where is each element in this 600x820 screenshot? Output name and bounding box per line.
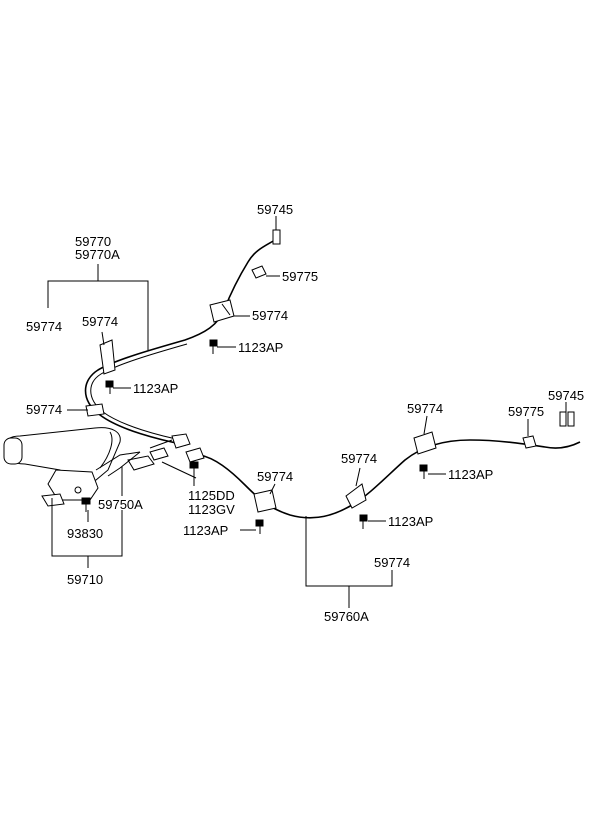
label-59774-clip-upper: 59774 xyxy=(252,308,288,323)
leader-lines xyxy=(47,216,567,608)
label-59745-top: 59745 xyxy=(257,202,293,217)
cable-clip-left[interactable] xyxy=(99,339,116,375)
label-1123ap-mid-left: 1123AP xyxy=(133,381,178,396)
bolt-right-upper[interactable] xyxy=(419,464,428,479)
label-59774-bottom: 59774 xyxy=(374,555,410,570)
bolt-upper[interactable] xyxy=(209,339,218,354)
label-1123ap-right-upper: 1123AP xyxy=(448,467,493,482)
front-cable-59770-inner xyxy=(90,343,188,442)
label-1125dd: 1125DD xyxy=(188,488,235,503)
bolt-mid-left[interactable] xyxy=(105,380,114,394)
cable-clip-right-mid[interactable] xyxy=(345,483,367,509)
equalizer-assembly[interactable] xyxy=(107,433,205,479)
label-59750a: 59750A xyxy=(98,497,143,512)
label-93830: 93830 xyxy=(67,526,103,541)
label-59774-left-inner: 59774 xyxy=(82,314,118,329)
cable-retainer-right[interactable] xyxy=(522,435,537,449)
label-59745-right: 59745 xyxy=(548,388,584,403)
bolt-93830[interactable] xyxy=(81,497,91,512)
label-59774-left-mid: 59774 xyxy=(26,402,62,417)
label-1123gv: 1123GV xyxy=(188,502,235,517)
label-59760a: 59760A xyxy=(324,609,369,624)
cable-retainer-top[interactable] xyxy=(251,265,267,279)
cable-end-fitting-right[interactable] xyxy=(559,411,575,427)
cable-clip-left-mid[interactable] xyxy=(85,403,105,417)
cable-clip-upper[interactable] xyxy=(209,299,235,323)
parking-brake-lever[interactable] xyxy=(3,427,141,507)
front-cable-59770 xyxy=(84,239,276,446)
bolt-center[interactable] xyxy=(255,519,264,534)
label-59774-right-mid: 59774 xyxy=(341,451,377,466)
label-59774-left-outer: 59774 xyxy=(26,319,62,334)
label-59775-top: 59775 xyxy=(282,269,318,284)
cable-clip-center[interactable] xyxy=(253,489,277,513)
label-1123ap-right-mid: 1123AP xyxy=(388,514,433,529)
label-59770: 59770 xyxy=(75,234,111,249)
label-1123ap-center: 1123AP xyxy=(183,523,228,538)
label-59775-right: 59775 xyxy=(508,404,544,419)
label-1123ap-upper: 1123AP xyxy=(238,340,283,355)
label-59774-center: 59774 xyxy=(257,469,293,484)
bolt-right-mid[interactable] xyxy=(359,514,368,529)
label-59710: 59710 xyxy=(67,572,103,587)
label-59774-right-upper: 59774 xyxy=(407,401,443,416)
cable-clip-right-upper[interactable] xyxy=(413,431,437,455)
label-59770a: 59770A xyxy=(75,247,120,262)
